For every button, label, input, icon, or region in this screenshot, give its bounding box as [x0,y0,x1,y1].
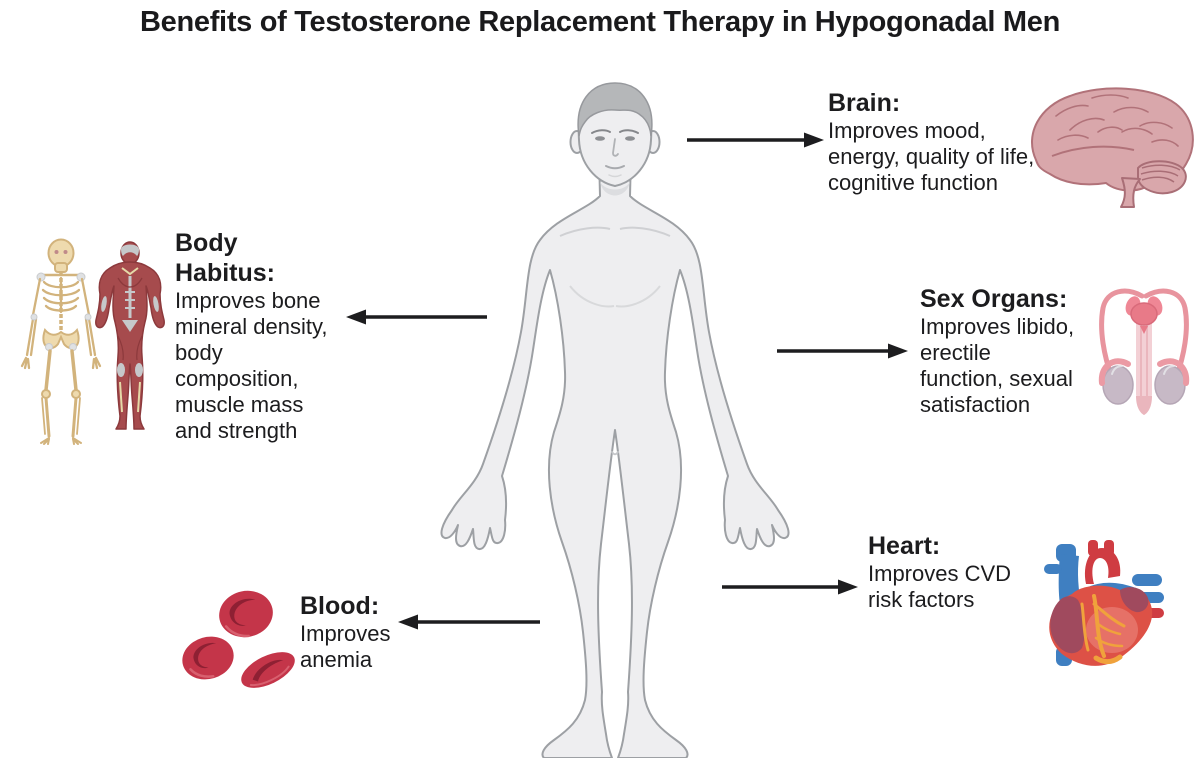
sex-organs-text: Improves libido, erectile function, sexu… [920,314,1075,417]
body-habitus-label: Body Habitus: Improves bone mineral dens… [175,228,360,444]
mouth [605,165,625,170]
right-eyebrow [619,129,639,134]
left-eyebrow [591,129,611,134]
right-clavicle [619,226,671,237]
right-eye [625,136,635,141]
navel [611,451,619,456]
red-blood-cells-icon [182,590,295,688]
left-clavicle [559,226,611,237]
muscle-figure-icon [95,241,165,430]
heart-text: Improves CVD risk factors [868,561,1012,612]
male-reproductive-icon [1098,288,1190,415]
body-habitus-heading: Body Habitus: [175,229,275,287]
nose [612,138,619,157]
brain-icon [1031,87,1194,208]
skeleton-icon [20,238,102,445]
neck-shadow [600,182,630,196]
brain-heading: Brain: [828,89,901,117]
blood-label: Blood: Improves anemia [300,591,450,673]
sex-organs-heading: Sex Organs: [920,285,1068,313]
sex-organs-label: Sex Organs: Improves libido, erectile fu… [920,284,1100,418]
right-pec-line [615,285,661,308]
body-silhouette [440,153,790,758]
left-eye [595,136,605,141]
body-habitus-text: Improves bone mineral density, body comp… [175,288,328,443]
brain-text: Improves mood, energy, quality of life, … [828,118,1035,195]
brain-label: Brain: Improves mood, energy, quality of… [828,88,1038,196]
blood-text: Improves anemia [300,621,391,672]
blood-heading: Blood: [300,592,380,620]
male-body-figure [440,82,790,758]
page-title: Benefits of Testosterone Replacement The… [139,6,1060,38]
heart-icon [1044,540,1164,666]
chin-line [608,174,622,178]
heart-label: Heart: Improves CVD risk factors [868,531,1048,613]
hair [577,82,653,137]
heart-heading: Heart: [868,532,941,560]
left-pec-line [569,285,615,308]
